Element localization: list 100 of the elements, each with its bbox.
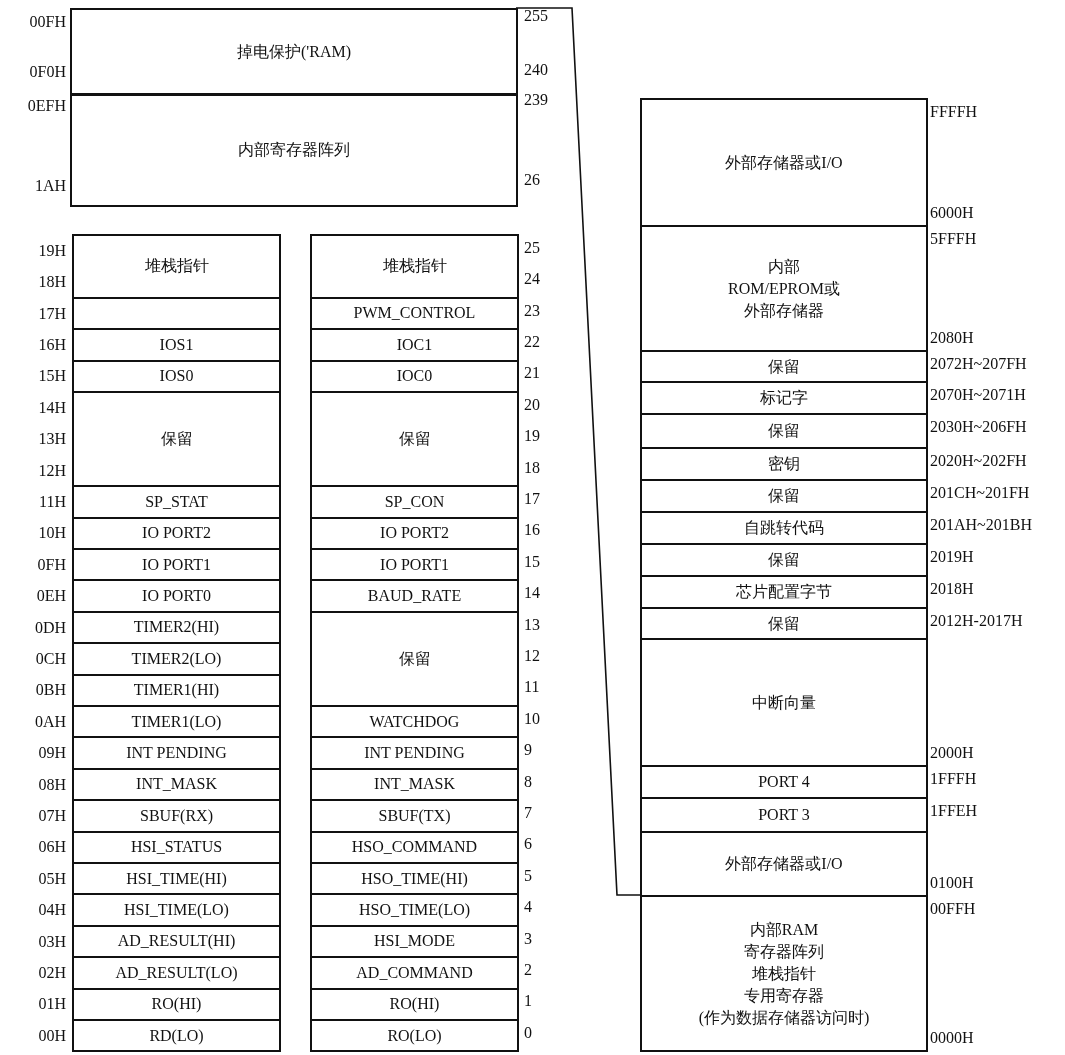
cell-label: BAUD_RATE bbox=[367, 586, 462, 607]
cell-label: 自跳转代码 bbox=[744, 518, 824, 538]
address-label: 9 bbox=[524, 741, 532, 760]
cell-label: HSI_STATUS bbox=[130, 837, 223, 858]
address-label: 25 bbox=[524, 238, 540, 257]
memory-cell bbox=[72, 516, 281, 550]
memory-cell bbox=[310, 893, 519, 927]
memory-cell bbox=[640, 479, 928, 513]
address-label: 0 bbox=[524, 1023, 532, 1042]
memory-cell bbox=[310, 234, 519, 299]
cell-label: SBUF(TX) bbox=[378, 805, 451, 826]
cell-label: 堆栈指针 bbox=[144, 256, 209, 277]
memory-cell bbox=[310, 924, 519, 959]
memory-cell bbox=[640, 350, 928, 383]
memory-cell bbox=[70, 93, 518, 207]
cell-label: 密钥 bbox=[768, 454, 800, 474]
address-label: 11H bbox=[39, 492, 66, 511]
memory-cell bbox=[640, 225, 928, 352]
address-label: 0100H bbox=[930, 874, 974, 892]
address-label: 240 bbox=[524, 61, 548, 79]
memory-cell bbox=[72, 642, 281, 676]
cell-label: IO PORT2 bbox=[380, 523, 449, 544]
memory-cell bbox=[310, 736, 519, 770]
address-label: 2000H bbox=[930, 744, 974, 762]
address-label: 01H bbox=[38, 995, 66, 1014]
address-label: 07H bbox=[38, 806, 66, 825]
memory-cell bbox=[72, 610, 281, 645]
address-label: 5 bbox=[524, 866, 532, 885]
memory-cell bbox=[310, 359, 519, 393]
cell-label: 内部RAM bbox=[749, 919, 819, 940]
address-label: 3 bbox=[524, 929, 532, 948]
cell-label: INT PENDING bbox=[126, 743, 227, 764]
address-label: 5FFFH bbox=[930, 230, 977, 248]
cell-label: 中断向量 bbox=[752, 692, 816, 713]
address-label: 201CH~201FH bbox=[930, 484, 1030, 502]
address-label: 2 bbox=[524, 960, 532, 979]
address-label: 10H bbox=[38, 524, 66, 543]
cell-label: 外部存储器或I/O bbox=[725, 152, 843, 173]
cell-label: IOS1 bbox=[159, 334, 194, 355]
address-label: 0BH bbox=[35, 681, 66, 700]
memory-cell bbox=[640, 575, 928, 609]
cell-label: IOS0 bbox=[159, 366, 194, 387]
memory-cell bbox=[640, 381, 928, 415]
memory-cell bbox=[310, 296, 519, 331]
address-label: 0EFH bbox=[27, 97, 66, 115]
memory-cell bbox=[310, 767, 519, 802]
address-label: 201AH~201BH bbox=[930, 516, 1032, 534]
cell-label: RO(HI) bbox=[389, 994, 440, 1015]
cell-label: TIMER2(HI) bbox=[133, 617, 220, 638]
memory-cell bbox=[310, 987, 519, 1021]
address-label: 00H bbox=[38, 1026, 66, 1045]
address-label: 1FFEH bbox=[930, 802, 978, 820]
address-label: 12 bbox=[524, 646, 540, 665]
cell-label: 掉电保护('RAM) bbox=[237, 42, 351, 63]
address-label: 2030H~206FH bbox=[930, 418, 1027, 436]
memory-cell bbox=[310, 579, 519, 613]
cell-label: 保留 bbox=[768, 486, 800, 506]
address-label: 22 bbox=[524, 332, 540, 351]
cell-label: AD_RESULT(HI) bbox=[117, 931, 236, 952]
cell-label: HSO_TIME(LO) bbox=[358, 900, 471, 921]
cell-label: INT_MASK bbox=[374, 774, 455, 795]
address-label: 1 bbox=[524, 992, 532, 1011]
address-label: 04H bbox=[38, 901, 66, 920]
address-label: 24 bbox=[524, 270, 540, 289]
cell-label: PORT 4 bbox=[758, 772, 810, 792]
memory-cell bbox=[72, 767, 281, 802]
memory-cell bbox=[640, 765, 928, 799]
cell-label: INT_MASK bbox=[136, 774, 217, 795]
cell-label: PORT 3 bbox=[758, 805, 810, 825]
memory-cell bbox=[72, 328, 281, 362]
memory-cell bbox=[310, 956, 519, 990]
memory-cell bbox=[310, 391, 519, 488]
address-label: 6000H bbox=[930, 204, 974, 222]
address-label: 00FH bbox=[29, 13, 66, 31]
cell-label: SP_STAT bbox=[145, 491, 208, 512]
memory-cell bbox=[310, 862, 519, 896]
cell-label: TIMER1(LO) bbox=[131, 711, 222, 733]
address-label: 1FFFH bbox=[930, 770, 977, 788]
address-label: 18H bbox=[38, 273, 66, 292]
cell-label: TIMER2(LO) bbox=[131, 648, 222, 670]
cell-label: (作为数据存储器访问时) bbox=[698, 1007, 870, 1029]
address-label: 13H bbox=[38, 430, 66, 449]
address-label: 15H bbox=[38, 367, 66, 386]
address-label: 4 bbox=[524, 898, 532, 917]
memory-cell bbox=[640, 447, 928, 481]
address-label: 18 bbox=[524, 458, 540, 477]
cell-label: 保留 bbox=[160, 429, 193, 450]
address-label: 0EH bbox=[36, 587, 66, 606]
memory-cell bbox=[640, 895, 928, 1052]
cell-label: 内部寄存器阵列 bbox=[238, 140, 350, 160]
address-label: 2080H bbox=[930, 329, 974, 347]
memory-cell bbox=[310, 830, 519, 864]
cell-label: RO(HI) bbox=[151, 994, 202, 1015]
address-label: 16H bbox=[38, 335, 66, 354]
cell-label: SBUF(RX) bbox=[140, 805, 213, 827]
memory-cell bbox=[72, 987, 281, 1021]
address-label: 08H bbox=[38, 775, 66, 794]
address-label: 14 bbox=[524, 584, 540, 603]
address-label: 0F0H bbox=[29, 63, 66, 81]
cell-label: 专用寄存器 bbox=[744, 985, 824, 1006]
